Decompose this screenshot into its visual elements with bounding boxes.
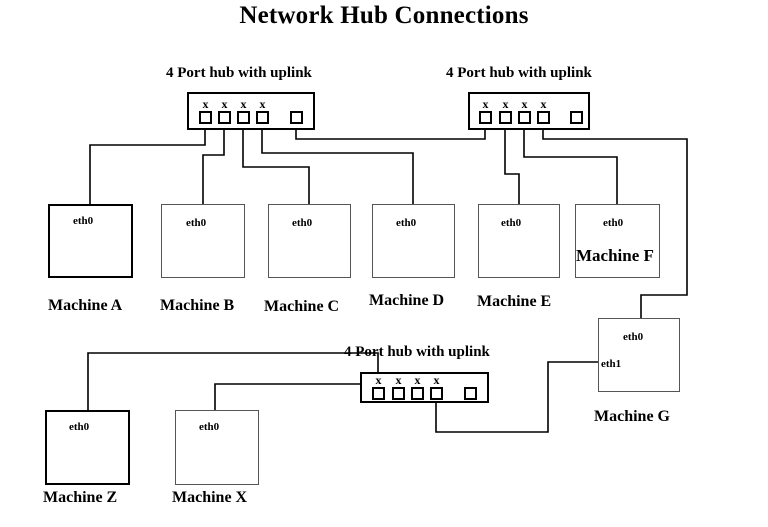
hub-3-port-3[interactable]	[411, 387, 424, 400]
hub3-port1-to-machine-z	[87, 352, 379, 410]
hub-1-port-2[interactable]	[218, 111, 231, 124]
hub-3-uplink-port[interactable]	[464, 387, 477, 400]
hub-2-label: 4 Port hub with uplink	[446, 65, 592, 81]
machine-b-eth0-label: eth0	[186, 217, 207, 229]
hub2-port4-to-machine-g-eth0	[542, 124, 688, 318]
hub-2-port-1[interactable]	[479, 111, 492, 124]
page-title: Network Hub Connections	[239, 2, 529, 29]
machine-g-eth1-label: eth1	[601, 358, 622, 370]
hub2-port3-to-machine-f	[523, 124, 618, 204]
machine-a[interactable]	[48, 204, 133, 278]
hub-3-port-2[interactable]	[392, 387, 405, 400]
machine-c-eth0-label: eth0	[292, 217, 313, 229]
machine-d-name: Machine D	[369, 292, 445, 309]
hub-3-port-2-mark: x	[395, 373, 402, 387]
machine-d-eth0-label: eth0	[396, 217, 417, 229]
hub1-port2-to-machine-b	[202, 124, 225, 204]
hub2-port2-to-machine-e	[504, 124, 520, 204]
hub-3-port-4-mark: x	[433, 373, 440, 387]
hub-1-port-2-mark: x	[221, 97, 228, 111]
hub-1-uplink-port[interactable]	[290, 111, 303, 124]
machine-g[interactable]	[598, 318, 680, 392]
machine-a-name: Machine A	[48, 297, 123, 314]
hub-1-port-1-mark: x	[202, 97, 209, 111]
machine-e-name: Machine E	[477, 293, 552, 310]
machine-f-name: Machine F	[576, 246, 654, 265]
machine-f[interactable]	[575, 204, 660, 278]
hub-2-port-3[interactable]	[518, 111, 531, 124]
machine-g-eth0-label: eth0	[623, 331, 644, 343]
hub3-port4-to-machine-g-eth1	[435, 361, 598, 433]
machine-x[interactable]	[175, 410, 259, 485]
machine-a-eth0-label: eth0	[73, 215, 94, 227]
hub-1-port-3-mark: x	[240, 97, 247, 111]
hub-3-port-1-mark: x	[375, 373, 382, 387]
machine-x-eth0-label: eth0	[199, 421, 220, 433]
machine-b-name: Machine B	[160, 297, 235, 314]
machine-g-name: Machine G	[594, 408, 670, 425]
hub-2-port-1-mark: x	[482, 97, 489, 111]
hub-3-port-3-mark: x	[414, 373, 421, 387]
hub1-port3-to-machine-c	[242, 124, 310, 204]
hub-1-label: 4 Port hub with uplink	[166, 65, 312, 81]
machine-e[interactable]	[478, 204, 560, 278]
hub-2-port-2-mark: x	[502, 97, 509, 111]
hub-2-port-2[interactable]	[499, 111, 512, 124]
hub-2-port-3-mark: x	[521, 97, 528, 111]
machine-d[interactable]	[372, 204, 455, 278]
machine-c-name: Machine C	[264, 298, 340, 315]
hub-1-port-1[interactable]	[199, 111, 212, 124]
hub1-port1-to-machine-a	[89, 124, 206, 204]
hub-1-port-3[interactable]	[237, 111, 250, 124]
hub1-uplink-to-hub2-port1	[295, 124, 486, 140]
hub-2-port-4[interactable]	[537, 111, 550, 124]
machine-z[interactable]	[45, 410, 130, 485]
machine-e-eth0-label: eth0	[501, 217, 522, 229]
machine-c[interactable]	[268, 204, 351, 278]
machine-z-name: Machine Z	[43, 489, 118, 506]
hub-3-port-4[interactable]	[430, 387, 443, 400]
hub-1-port-4-mark: x	[259, 97, 266, 111]
machine-f-eth0-label: eth0	[603, 217, 624, 229]
machine-x-name: Machine X	[172, 489, 248, 506]
machine-b[interactable]	[161, 204, 245, 278]
hub-3-label: 4 Port hub with uplink	[344, 344, 490, 360]
hub-3-port-1[interactable]	[372, 387, 385, 400]
hub-2-port-4-mark: x	[540, 97, 547, 111]
machine-z-eth0-label: eth0	[69, 421, 90, 433]
hub-1-port-4[interactable]	[256, 111, 269, 124]
hub1-port4-to-machine-d	[261, 124, 414, 204]
hub-2-uplink-port[interactable]	[570, 111, 583, 124]
